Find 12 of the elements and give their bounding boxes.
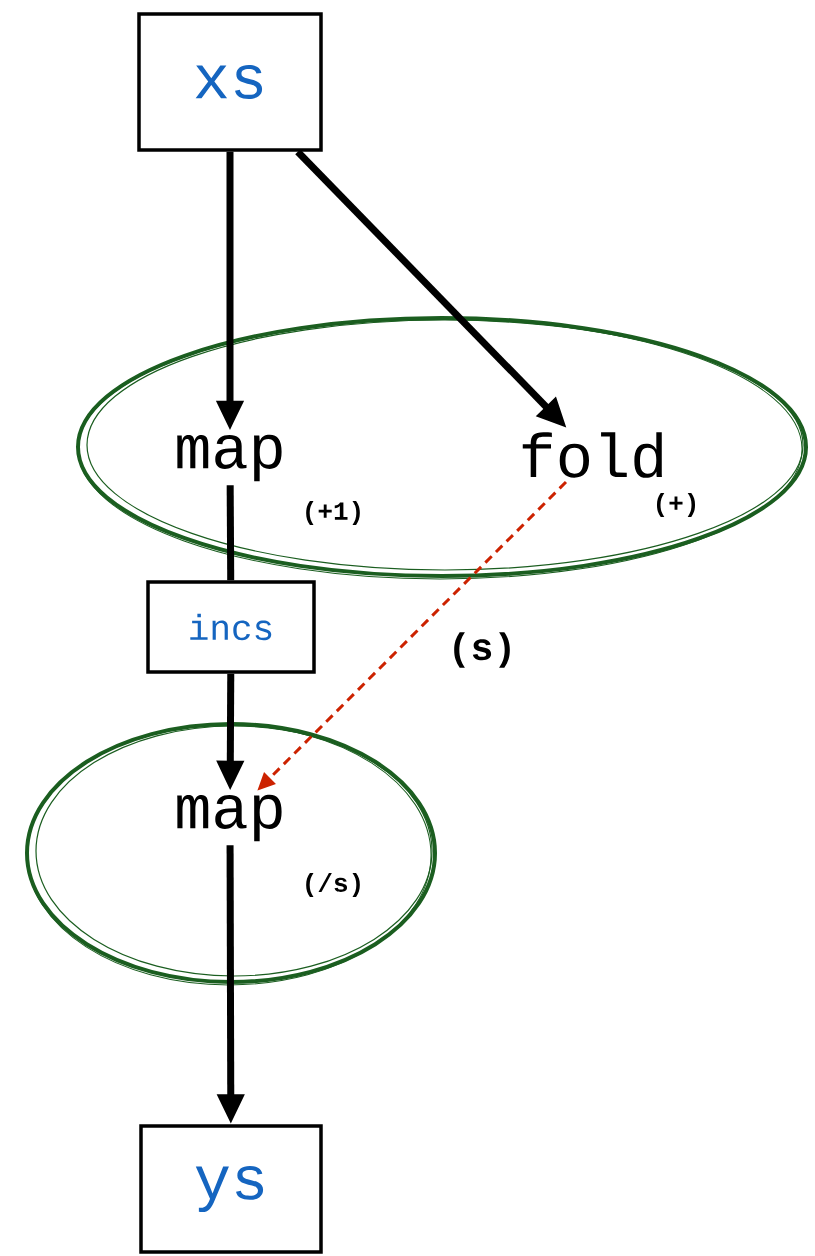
sketched-ellipse — [76, 316, 808, 580]
parameter-text: (+1) — [306, 500, 360, 526]
text-box: incs — [146, 580, 316, 674]
text-box: xs — [137, 12, 323, 152]
parameter-text: (+) — [656, 492, 696, 518]
parameter-text: (/s) — [306, 872, 360, 898]
function-name: map — [177, 434, 282, 482]
sketched-ellipse — [25, 722, 437, 986]
edge-label: (s) — [445, 630, 519, 670]
function-name: fold — [522, 432, 662, 478]
text-box: ys — [139, 1124, 323, 1254]
function-name: map — [177, 794, 282, 842]
